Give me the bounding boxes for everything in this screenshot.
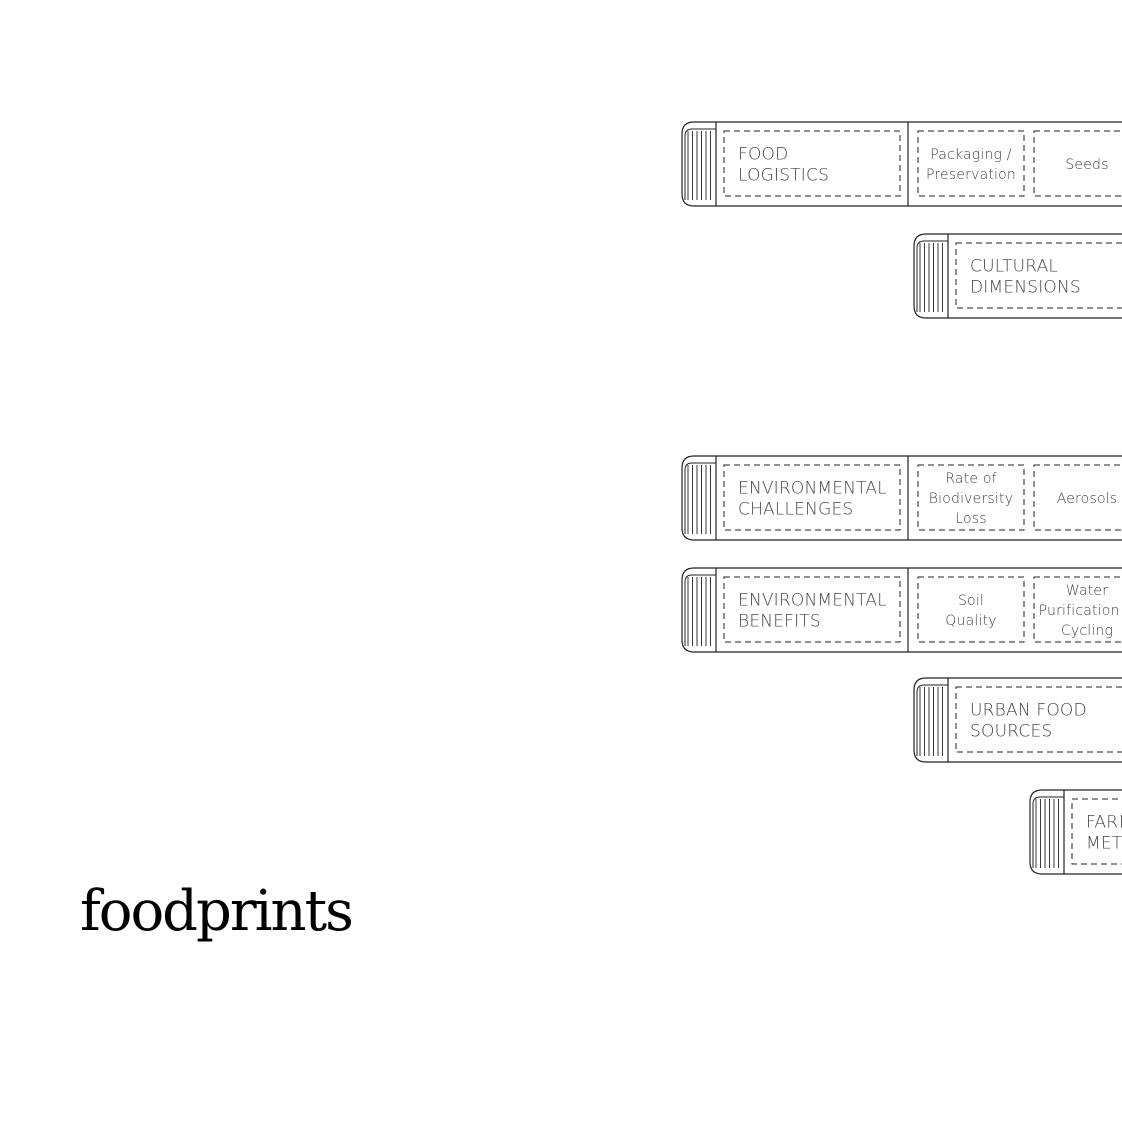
strip-outline — [681, 455, 1122, 541]
category-title-line: ENVIRONMENTAL — [738, 479, 887, 499]
sub-item-box — [917, 464, 1025, 531]
sub-item-label-line: Loss — [955, 511, 987, 527]
sub-item-label-line: Cycling — [1061, 623, 1113, 639]
category-title-line: CHALLENGES — [738, 500, 853, 520]
category-title-line: METH — [1086, 834, 1122, 854]
strip-outline — [681, 567, 1122, 653]
category-title-line: CULTURAL — [970, 257, 1058, 277]
logo-food: food — [80, 879, 198, 944]
category-title: FARMMETH — [1086, 813, 1122, 854]
sub-item-label-line: Aerosols — [1057, 491, 1118, 507]
sub-item-label: Aerosols — [1057, 491, 1118, 507]
category-title-line: FOOD — [738, 145, 788, 165]
strip-outline — [913, 677, 1122, 763]
category-title-line: BENEFITS — [738, 612, 821, 632]
sub-item-box — [917, 576, 1025, 643]
sub-item-label-line: Quality — [945, 613, 996, 629]
strip-outline — [913, 233, 1122, 319]
sub-item-box — [917, 130, 1025, 197]
sub-item-label: Seeds — [1065, 157, 1108, 173]
tab-handle — [916, 684, 948, 756]
strip-outline — [681, 121, 1122, 207]
sub-item-label-line: Purification & — [1039, 603, 1122, 619]
foodprints-logo: foodprints — [80, 872, 354, 952]
category-title-line: URBAN FOOD — [970, 701, 1087, 721]
category-title-line: LOGISTICS — [738, 166, 829, 186]
category-strip: FARMMETH — [1029, 789, 1122, 875]
sub-item-box — [1033, 130, 1122, 197]
sub-item-label-line: Preservation — [926, 167, 1016, 183]
strip-outline — [1029, 789, 1122, 875]
sub-item-label-line: Biodiversity — [929, 491, 1013, 507]
tab-handle — [684, 128, 716, 200]
sub-item-label-line: Seeds — [1065, 157, 1108, 173]
category-title-line: SOURCES — [970, 722, 1052, 742]
sub-item-label-line: Rate of — [945, 471, 996, 487]
sub-item-label-line: Water — [1066, 583, 1108, 599]
category-title-line: ENVIRONMENTAL — [738, 591, 887, 611]
tab-handle — [684, 462, 716, 534]
tab-handle — [1032, 796, 1064, 868]
tab-handle — [916, 240, 948, 312]
logo-prints: prints — [196, 879, 354, 944]
sub-item-label-line: Packaging / — [930, 147, 1012, 163]
sub-item-box — [1033, 464, 1122, 531]
sub-item-label: Packaging / Preservation — [926, 147, 1016, 183]
tab-handle — [684, 574, 716, 646]
sub-item-box — [1033, 576, 1122, 643]
sub-item-label-line: Soil — [958, 593, 984, 609]
category-title-line: DIMENSIONS — [970, 278, 1081, 298]
